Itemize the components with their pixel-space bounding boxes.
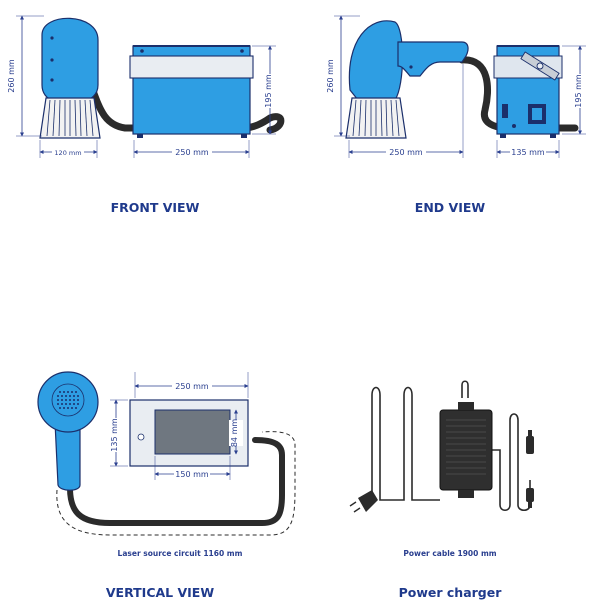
front-view-drawing: 260 mm 120 mm 250 mm 195 mm — [7, 15, 285, 158]
grille-icon — [57, 391, 79, 409]
end-height-dim: 260 mm — [326, 59, 335, 93]
vertical-box-depth-dim: 135 mm — [110, 418, 119, 452]
front-handle-width-dim: 120 mm — [54, 149, 81, 157]
front-handle — [41, 17, 99, 101]
screw-icon — [50, 58, 54, 62]
power-charger-drawing — [349, 380, 534, 513]
end-length-dim: 250 mm — [389, 148, 423, 157]
plug-icon — [358, 490, 378, 512]
front-box-height-dim: 195 mm — [264, 74, 273, 108]
front-cable — [88, 84, 285, 134]
vertical-window-height-dim: 84 mm — [230, 419, 239, 448]
end-view-drawing: 260 mm 250 mm 135 mm 195 mm — [326, 15, 586, 158]
end-box-depth-dim: 135 mm — [511, 148, 545, 157]
end-barrel — [397, 41, 469, 77]
end-view-title: END VIEW — [414, 200, 486, 215]
screw-icon — [50, 78, 54, 82]
screw-icon — [50, 36, 54, 40]
end-dome — [348, 20, 404, 101]
vertical-view-title: VERTICAL VIEW — [105, 585, 215, 600]
charger-cable-note: Power cable 1900 mm — [403, 549, 497, 558]
front-box-width-dim: 250 mm — [175, 148, 209, 157]
front-height-dim: 260 mm — [7, 59, 16, 93]
power-charger-title: Power charger — [398, 585, 502, 600]
connector-icon — [526, 488, 534, 502]
vertical-view-drawing: 250 mm 135 mm 84 mm 150 mm — [37, 371, 296, 536]
front-view-title: FRONT VIEW — [110, 200, 200, 215]
connector-icon — [526, 436, 534, 454]
vertical-box-width-dim: 250 mm — [175, 382, 209, 391]
vertical-cable-note: Laser source circuit 1160 mm — [117, 549, 243, 558]
vertical-cable — [67, 437, 285, 526]
vertical-window-width-dim: 150 mm — [175, 470, 209, 479]
end-box-height-dim: 195 mm — [574, 74, 583, 108]
